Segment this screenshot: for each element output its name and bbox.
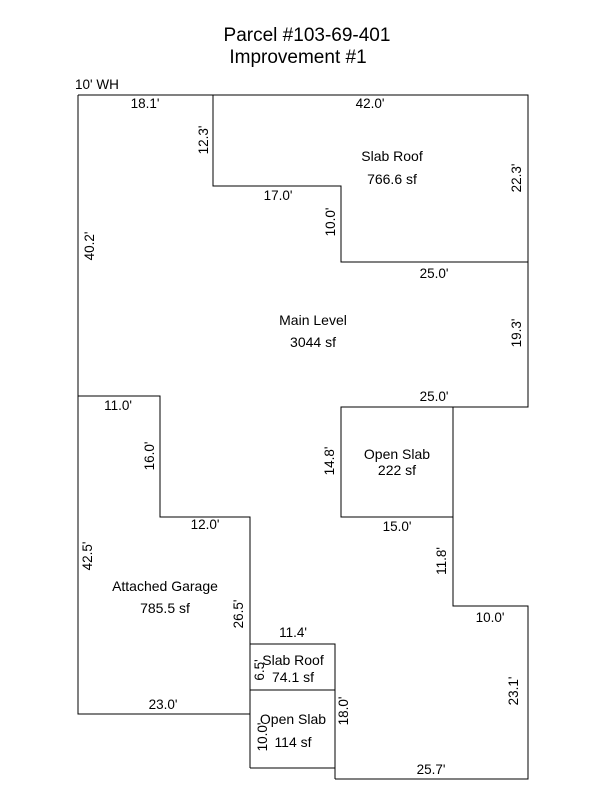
dim-23-0: 23.0'	[149, 697, 178, 712]
dim-10-0-east: 10.0'	[476, 610, 505, 625]
dim-42-0: 42.0'	[356, 96, 385, 111]
dim-42-5: 42.5'	[80, 542, 95, 571]
improvement-title: Improvement #1	[229, 47, 366, 68]
dim-25-0-upper: 25.0'	[420, 266, 449, 281]
dim-26-5: 26.5'	[231, 600, 246, 629]
open-slab-center-size: 222 sf	[378, 462, 416, 478]
dim-17-0: 17.0'	[264, 188, 293, 203]
dim-22-3: 22.3'	[509, 164, 524, 193]
open-slab-center-boundary	[340, 406, 454, 518]
slab-roof-top-size: 766.6 sf	[367, 171, 417, 187]
dim-16-0: 16.0'	[142, 442, 157, 471]
slab-roof-top-label: Slab Roof	[361, 148, 423, 164]
dim-14-8: 14.8'	[322, 447, 337, 476]
open-slab-small-label: Open Slab	[260, 711, 326, 727]
garage-boundary	[78, 395, 251, 768]
open-slab-center-label: Open Slab	[364, 446, 430, 462]
dim-12-0: 12.0'	[191, 517, 220, 532]
main-level-size: 3044 sf	[290, 334, 336, 350]
dim-10-0-lower: 10.0'	[255, 723, 270, 752]
dim-18-1: 18.1'	[131, 96, 160, 111]
attached-garage-label: Attached Garage	[112, 578, 218, 594]
slab-roof-top-boundary	[212, 95, 528, 263]
dim-40-2: 40.2'	[82, 232, 97, 261]
dim-25-0-lower: 25.0'	[420, 389, 449, 404]
slab-roof-small-label: Slab Roof	[262, 652, 324, 668]
dim-18-0: 18.0'	[336, 697, 351, 726]
dim-15-0: 15.0'	[383, 519, 412, 534]
dim-11-8: 11.8'	[434, 547, 449, 575]
slab-roof-small-boundary	[250, 643, 336, 779]
dim-12-3: 12.3'	[196, 126, 211, 155]
open-slab-small-size: 114 sf	[274, 734, 311, 750]
dim-23-1: 23.1'	[506, 677, 521, 706]
main-level-label: Main Level	[279, 312, 347, 328]
main-level-west-wall	[77, 95, 250, 715]
wall-height-note: 10' WH	[75, 77, 119, 92]
floor-plan-outline	[77, 94, 529, 780]
open-slab-small-boundary	[250, 689, 335, 769]
dim-11-0: 11.0'	[104, 398, 132, 413]
dim-10-0-upper: 10.0'	[323, 208, 338, 237]
attached-garage-size: 785.5 sf	[140, 600, 190, 616]
slab-roof-small-size: 74.1 sf	[272, 669, 314, 685]
dim-11-4: 11.4'	[279, 625, 307, 640]
parcel-title: Parcel #103-69-401	[224, 25, 391, 46]
dim-25-7: 25.7'	[417, 762, 446, 777]
dim-19-3: 19.3'	[509, 319, 524, 348]
dim-6-5: 6.5'	[252, 659, 267, 680]
